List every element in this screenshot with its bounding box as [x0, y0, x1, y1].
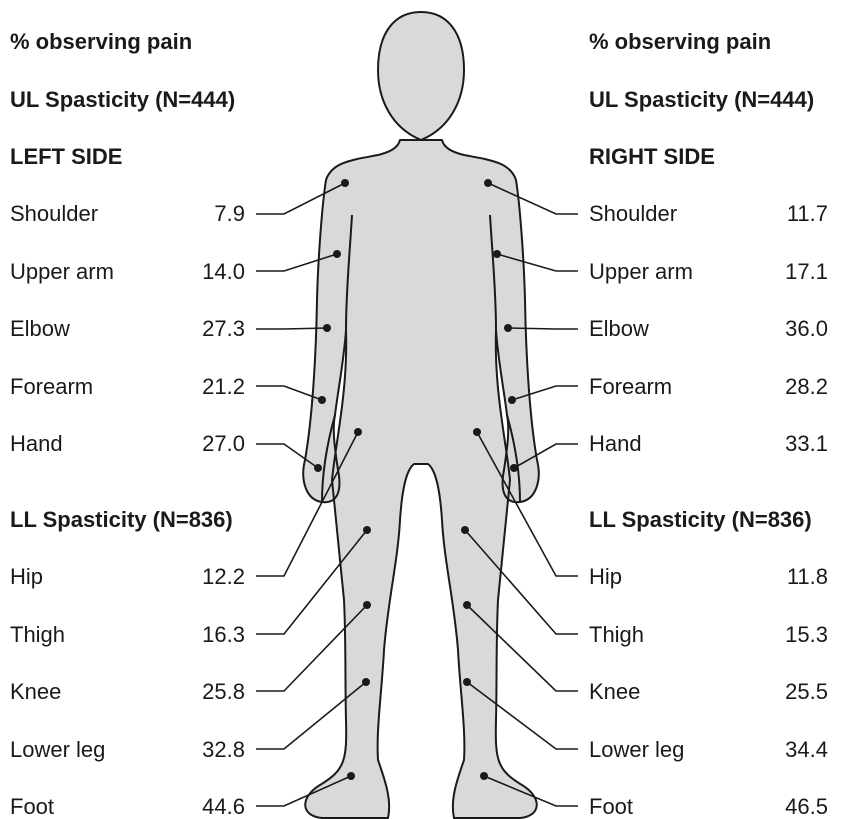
right-ll-value: 46.5	[768, 796, 828, 818]
right-ll-label: Lower leg	[589, 739, 684, 761]
left-forearm-dot	[318, 396, 326, 404]
right-ul-label: Shoulder	[589, 203, 677, 225]
right-thigh-dot	[461, 526, 469, 534]
left-elbow-dot	[323, 324, 331, 332]
right-ul-value: 28.2	[768, 376, 828, 398]
right-ul-label: Elbow	[589, 318, 649, 340]
head-shape	[378, 12, 464, 140]
left-ul-value: 7.9	[185, 203, 245, 225]
left-ul-label: Hand	[10, 433, 63, 455]
left-hand-dot	[314, 464, 322, 472]
right-ul-label: Upper arm	[589, 261, 693, 283]
right-lower-leg-dot	[463, 678, 471, 686]
left-knee-dot	[363, 601, 371, 609]
left-shoulder-dot	[341, 179, 349, 187]
left-ul-label: Shoulder	[10, 203, 98, 225]
right-ul-title: UL Spasticity (N=444)	[589, 89, 814, 111]
left-ll-value: 32.8	[185, 739, 245, 761]
left-ll-label: Lower leg	[10, 739, 105, 761]
right-header: % observing pain	[589, 31, 771, 53]
right-hip-dot	[473, 428, 481, 436]
left-hip-dot	[354, 428, 362, 436]
left-ll-label: Thigh	[10, 624, 65, 646]
left-ll-label: Hip	[10, 566, 43, 588]
left-thigh-dot	[363, 526, 371, 534]
right-ul-label: Hand	[589, 433, 642, 455]
left-ul-title: UL Spasticity (N=444)	[10, 89, 235, 111]
left-ul-label: Forearm	[10, 376, 93, 398]
body-silhouette	[303, 12, 538, 818]
left-side-label: LEFT SIDE	[10, 146, 122, 168]
right-elbow-leader-line	[508, 328, 578, 329]
right-ll-label: Hip	[589, 566, 622, 588]
right-ll-label: Foot	[589, 796, 633, 818]
left-ll-title: LL Spasticity (N=836)	[10, 509, 233, 531]
left-ll-label: Foot	[10, 796, 54, 818]
left-lower-leg-dot	[362, 678, 370, 686]
right-ll-value: 11.8	[768, 566, 828, 588]
right-ll-label: Knee	[589, 681, 640, 703]
left-ul-value: 27.3	[185, 318, 245, 340]
right-ul-value: 33.1	[768, 433, 828, 455]
left-ul-value: 21.2	[185, 376, 245, 398]
left-ul-value: 14.0	[185, 261, 245, 283]
right-ll-label: Thigh	[589, 624, 644, 646]
right-ul-value: 11.7	[768, 203, 828, 225]
left-ll-value: 12.2	[185, 566, 245, 588]
right-ul-value: 36.0	[768, 318, 828, 340]
right-forearm-dot	[508, 396, 516, 404]
right-ll-value: 15.3	[768, 624, 828, 646]
left-upper-arm-dot	[333, 250, 341, 258]
left-ul-value: 27.0	[185, 433, 245, 455]
left-header: % observing pain	[10, 31, 192, 53]
left-ll-value: 16.3	[185, 624, 245, 646]
right-knee-dot	[463, 601, 471, 609]
left-ul-label: Upper arm	[10, 261, 114, 283]
right-ll-value: 34.4	[768, 739, 828, 761]
left-ll-value: 25.8	[185, 681, 245, 703]
left-ll-label: Knee	[10, 681, 61, 703]
left-elbow-leader-line	[256, 328, 327, 329]
right-foot-dot	[480, 772, 488, 780]
right-ll-value: 25.5	[768, 681, 828, 703]
right-shoulder-dot	[484, 179, 492, 187]
left-foot-dot	[347, 772, 355, 780]
right-ll-title: LL Spasticity (N=836)	[589, 509, 812, 531]
right-ul-value: 17.1	[768, 261, 828, 283]
left-ul-label: Elbow	[10, 318, 70, 340]
right-side-label: RIGHT SIDE	[589, 146, 715, 168]
right-ul-label: Forearm	[589, 376, 672, 398]
right-hand-dot	[510, 464, 518, 472]
right-elbow-dot	[504, 324, 512, 332]
right-upper-arm-dot	[493, 250, 501, 258]
left-ll-value: 44.6	[185, 796, 245, 818]
